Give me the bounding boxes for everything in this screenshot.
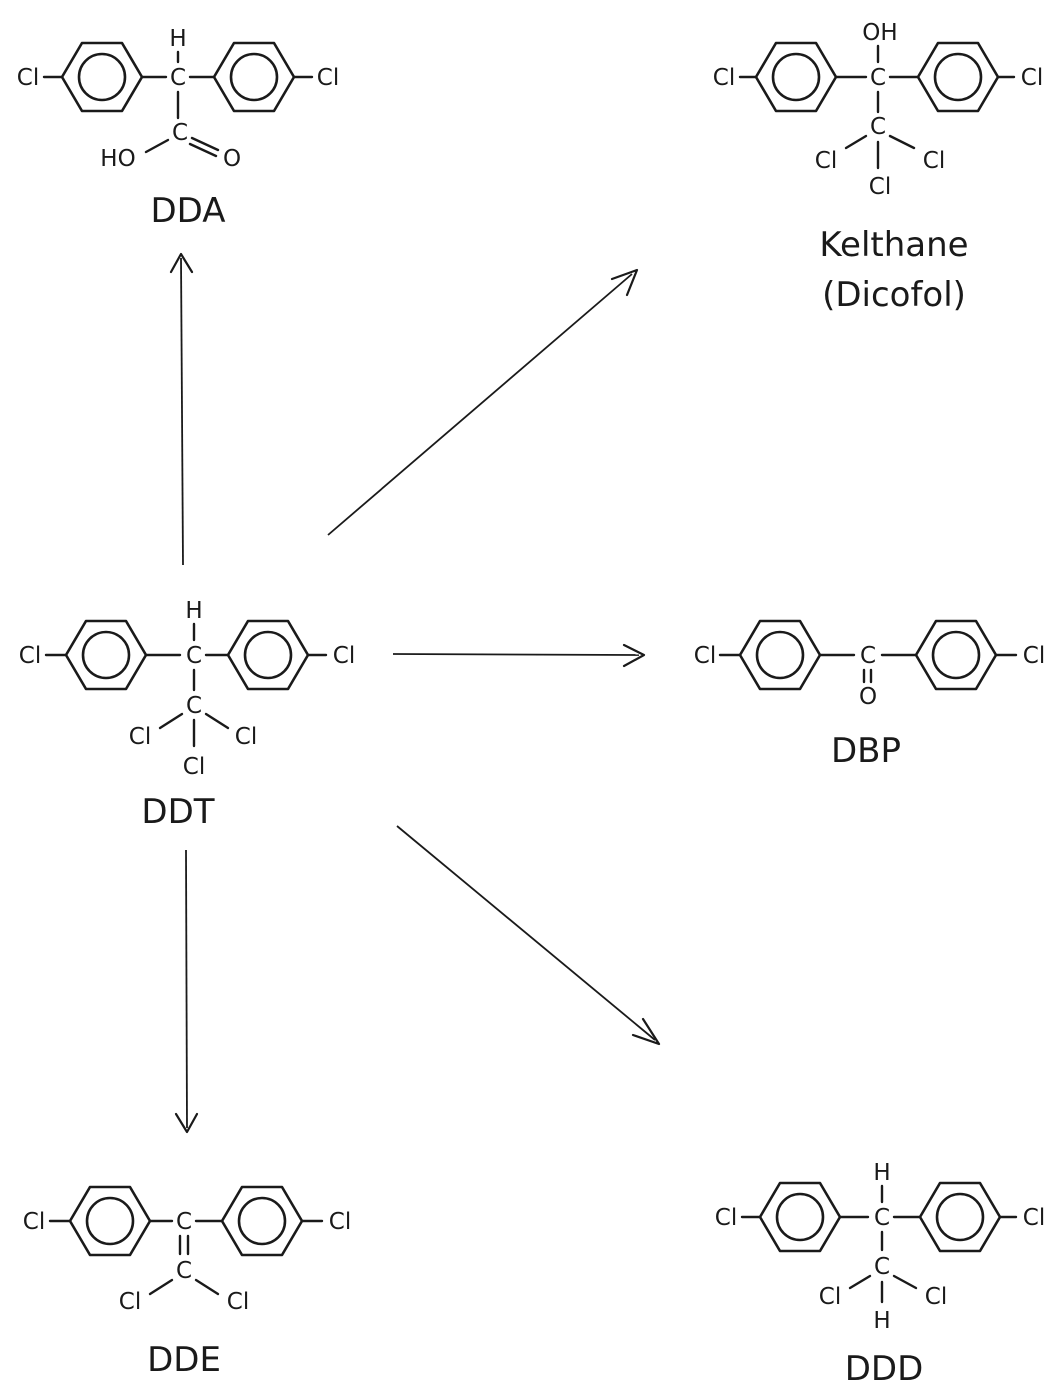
ddd-benzene-ring-left — [758, 1181, 842, 1253]
arrow-ddt-to-dda — [169, 252, 194, 566]
compound-ddt: Cl H C Cl C Cl Cl Cl DDT — [19, 598, 355, 832]
ddt-benzene-ring-left — [64, 619, 148, 691]
kelthane-cl-lower-right: Cl — [923, 148, 945, 174]
kelthane-central-carbon: C — [870, 65, 886, 91]
dda-benzene-ring-left — [60, 41, 144, 113]
dda-benzene-ring-right — [212, 41, 296, 113]
dda-hydroxyl: HO — [100, 146, 135, 172]
compound-dde: Cl C Cl C Cl Cl DDE — [23, 1185, 351, 1380]
kelthane-benzene-ring-left — [754, 41, 838, 113]
ddt-cl-bottom: Cl — [183, 754, 205, 780]
dde-cl-right: Cl — [329, 1209, 351, 1235]
compound-ddd: Cl H C Cl C Cl Cl H DDD — [715, 1160, 1045, 1389]
kelthane-oh: OH — [862, 20, 897, 46]
dbp-carbonyl-carbon: C — [860, 643, 876, 669]
dda-central-carbon: C — [170, 65, 186, 91]
ddt-cl-lower-left: Cl — [129, 724, 151, 750]
ddd-benzene-ring-right — [918, 1181, 1002, 1253]
dde-cl-left: Cl — [23, 1209, 45, 1235]
dbp-cl-right: Cl — [1023, 643, 1045, 669]
kelthane-cl-left: Cl — [713, 65, 735, 91]
kelthane-cl-bottom: Cl — [869, 174, 891, 200]
compound-dbp: Cl C O Cl DBP — [694, 619, 1045, 771]
dde-benzene-ring-right — [220, 1185, 304, 1257]
ddt-cl-right: Cl — [333, 643, 355, 669]
ddt-benzene-ring-right — [226, 619, 310, 691]
ddd-h-bottom: H — [873, 1308, 890, 1334]
dda-carboxyl-carbon: C — [172, 120, 188, 146]
dbp-label: DBP — [831, 731, 901, 771]
ddt-cl-lower-right: Cl — [235, 724, 257, 750]
dbp-cl-left: Cl — [694, 643, 716, 669]
kelthane-benzene-ring-right — [916, 41, 1000, 113]
kelthane-alt-label: (Dicofol) — [822, 275, 966, 315]
ddd-cl-lower-right: Cl — [925, 1284, 947, 1310]
dbp-carbonyl-oxygen: O — [859, 684, 877, 710]
dde-cl-lower-left: Cl — [119, 1289, 141, 1315]
kelthane-cl-lower-left: Cl — [815, 148, 837, 174]
ddd-cl-lower-left: Cl — [819, 1284, 841, 1310]
kelthane-label: Kelthane — [819, 225, 968, 265]
compound-dda: Cl H C Cl C HO O DDA — [17, 26, 339, 231]
kelthane-second-carbon: C — [870, 114, 886, 140]
ddd-cl-right: Cl — [1023, 1205, 1045, 1231]
dda-h-atom: H — [169, 26, 186, 52]
dde-central-carbon: C — [176, 1209, 192, 1235]
ddt-h-atom: H — [185, 598, 202, 624]
dda-carbonyl-oxygen: O — [223, 146, 241, 172]
ddd-label: DDD — [845, 1349, 924, 1388]
ddt-label: DDT — [141, 792, 214, 832]
ddd-central-carbon: C — [874, 1205, 890, 1231]
dda-label: DDA — [150, 191, 225, 231]
ddt-cl-left: Cl — [19, 643, 41, 669]
dde-second-carbon: C — [176, 1258, 192, 1284]
dde-label: DDE — [147, 1340, 221, 1380]
compound-kelthane: Cl OH C Cl C Cl Cl Cl Kelthane (Dicofol) — [713, 20, 1043, 315]
dde-benzene-ring-left — [68, 1185, 152, 1257]
arrow-ddt-to-kelthane — [327, 268, 639, 536]
ddd-second-carbon: C — [874, 1254, 890, 1280]
arrow-ddt-to-dde — [174, 849, 199, 1134]
dda-cl-right: Cl — [317, 65, 339, 91]
dda-cl-left: Cl — [17, 65, 39, 91]
dbp-benzene-ring-right — [914, 619, 998, 691]
arrow-ddt-to-ddd — [396, 825, 661, 1046]
kelthane-cl-right: Cl — [1021, 65, 1043, 91]
dbp-benzene-ring-left — [738, 619, 822, 691]
ddt-central-carbon: C — [186, 643, 202, 669]
ddd-h-top: H — [873, 1160, 890, 1186]
arrow-ddt-to-dbp — [392, 643, 646, 668]
dde-cl-lower-right: Cl — [227, 1289, 249, 1315]
ddt-second-carbon: C — [186, 693, 202, 719]
ddd-cl-left: Cl — [715, 1205, 737, 1231]
